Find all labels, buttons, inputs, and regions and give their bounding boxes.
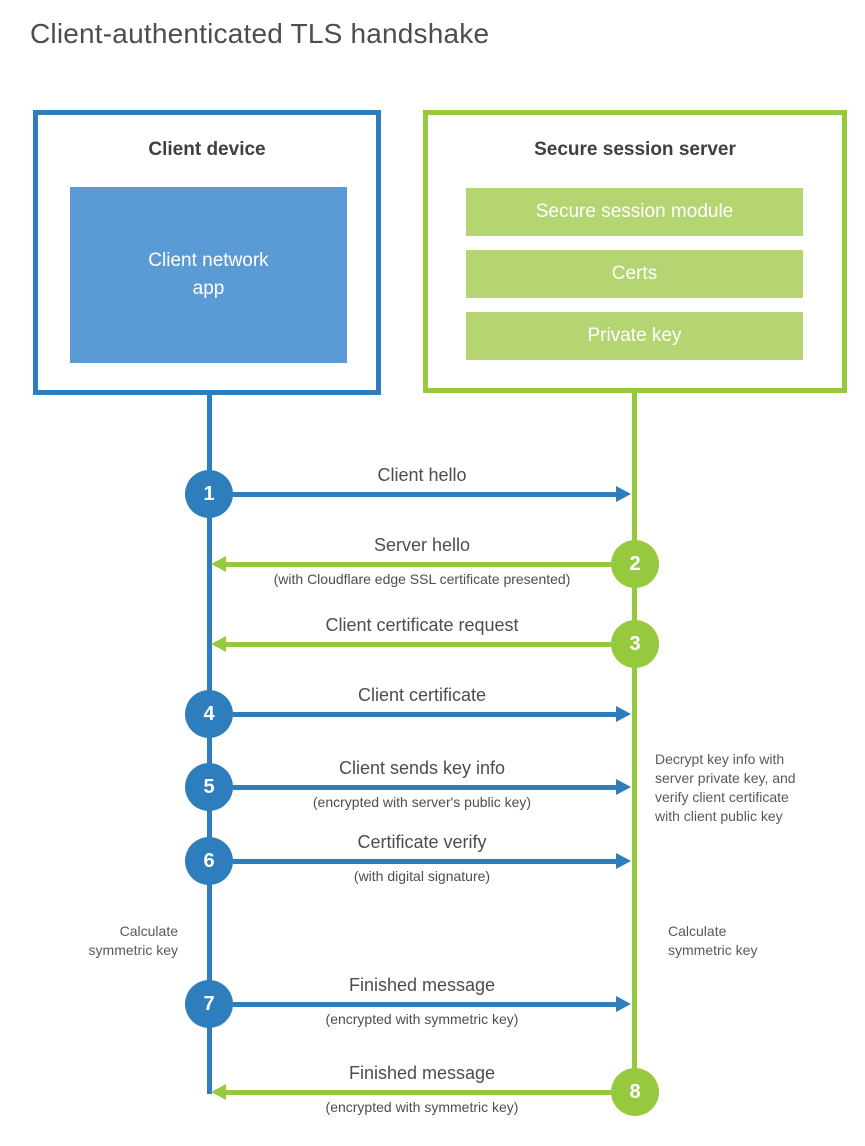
step-number-4: 4 xyxy=(203,702,215,725)
step-circle-6: 6 xyxy=(185,837,233,885)
step-circle-7: 7 xyxy=(185,980,233,1028)
decrypt-note: Decrypt key info with server private key… xyxy=(655,750,835,826)
calculate-symmetric-key-left: Calculate symmetric key xyxy=(58,922,178,960)
message-sublabel-8: (encrypted with symmetric key) xyxy=(325,1099,519,1115)
decrypt-note-line: server private key, and xyxy=(655,770,796,786)
message-label-2: Server hello xyxy=(373,535,471,555)
step-number-5: 5 xyxy=(203,775,215,798)
client-device-title: Client device xyxy=(148,139,266,160)
arrow-7-head-icon xyxy=(616,996,631,1012)
step-circle-2: 2 xyxy=(611,540,659,588)
message-label-3: Client certificate request xyxy=(325,615,519,635)
server-module-private-key: Private key xyxy=(466,312,803,360)
message-sublabel-2: (with Cloudflare edge SSL certificate pr… xyxy=(273,571,571,587)
step-number-3: 3 xyxy=(629,632,641,655)
message-sublabel-7: (encrypted with symmetric key) xyxy=(325,1011,519,1027)
step-circle-4: 4 xyxy=(185,690,233,738)
server-lifeline xyxy=(632,392,637,1092)
arrow-4-line xyxy=(233,712,618,717)
calculate-left-line: Calculate xyxy=(119,923,178,939)
arrow-8-line xyxy=(226,1090,611,1095)
message-label-7: Finished message xyxy=(348,975,496,995)
arrow-8-head-icon xyxy=(211,1084,226,1100)
arrow-6-head-icon xyxy=(616,853,631,869)
message-label-6: Certificate verify xyxy=(357,832,487,852)
page-title: Client-authenticated TLS handshake xyxy=(30,18,490,49)
client-network-app-box: Client network app xyxy=(70,187,347,363)
step-circle-5: 5 xyxy=(185,763,233,811)
step-circle-8: 8 xyxy=(611,1068,659,1116)
step-number-8: 8 xyxy=(629,1080,641,1103)
step-number-2: 2 xyxy=(629,552,641,575)
arrow-4-head-icon xyxy=(616,706,631,722)
calculate-right-line: symmetric key xyxy=(668,942,758,958)
message-sublabel-6: (with digital signature) xyxy=(353,868,491,884)
message-label-4: Client certificate xyxy=(357,685,487,705)
arrow-1-head-icon xyxy=(616,486,631,502)
step-number-7: 7 xyxy=(203,992,215,1015)
server-module-certs: Certs xyxy=(466,250,803,298)
client-network-app-label: Client network app xyxy=(148,250,269,299)
step-number-1: 1 xyxy=(203,482,215,505)
calculate-left-line: symmetric key xyxy=(88,942,178,958)
arrow-1-line xyxy=(233,492,618,497)
step-number-6: 6 xyxy=(203,849,215,872)
message-label-8: Finished message xyxy=(348,1063,496,1083)
server-module-secure-session: Secure session module xyxy=(466,188,803,236)
arrow-6-line xyxy=(233,859,618,864)
calculate-symmetric-key-right: Calculate symmetric key xyxy=(668,922,798,960)
decrypt-note-line: with client public key xyxy=(655,808,783,824)
secure-session-server-title: Secure session server xyxy=(534,139,736,160)
arrow-2-head-icon xyxy=(211,556,226,572)
calculate-right-line: Calculate xyxy=(668,923,727,939)
message-label-1: Client hello xyxy=(377,465,467,485)
arrow-5-line xyxy=(233,785,618,790)
decrypt-note-line: verify client certificate xyxy=(655,789,789,805)
arrow-7-line xyxy=(233,1002,618,1007)
arrow-3-head-icon xyxy=(211,636,226,652)
arrow-5-head-icon xyxy=(616,779,631,795)
client-lifeline xyxy=(207,394,212,1094)
arrow-2-line xyxy=(226,562,611,567)
message-label-5: Client sends key info xyxy=(338,758,506,778)
message-sublabel-5: (encrypted with server's public key) xyxy=(312,794,532,810)
arrow-3-line xyxy=(226,642,611,647)
decrypt-note-line: Decrypt key info with xyxy=(655,751,785,767)
step-circle-1: 1 xyxy=(185,470,233,518)
step-circle-3: 3 xyxy=(611,620,659,668)
